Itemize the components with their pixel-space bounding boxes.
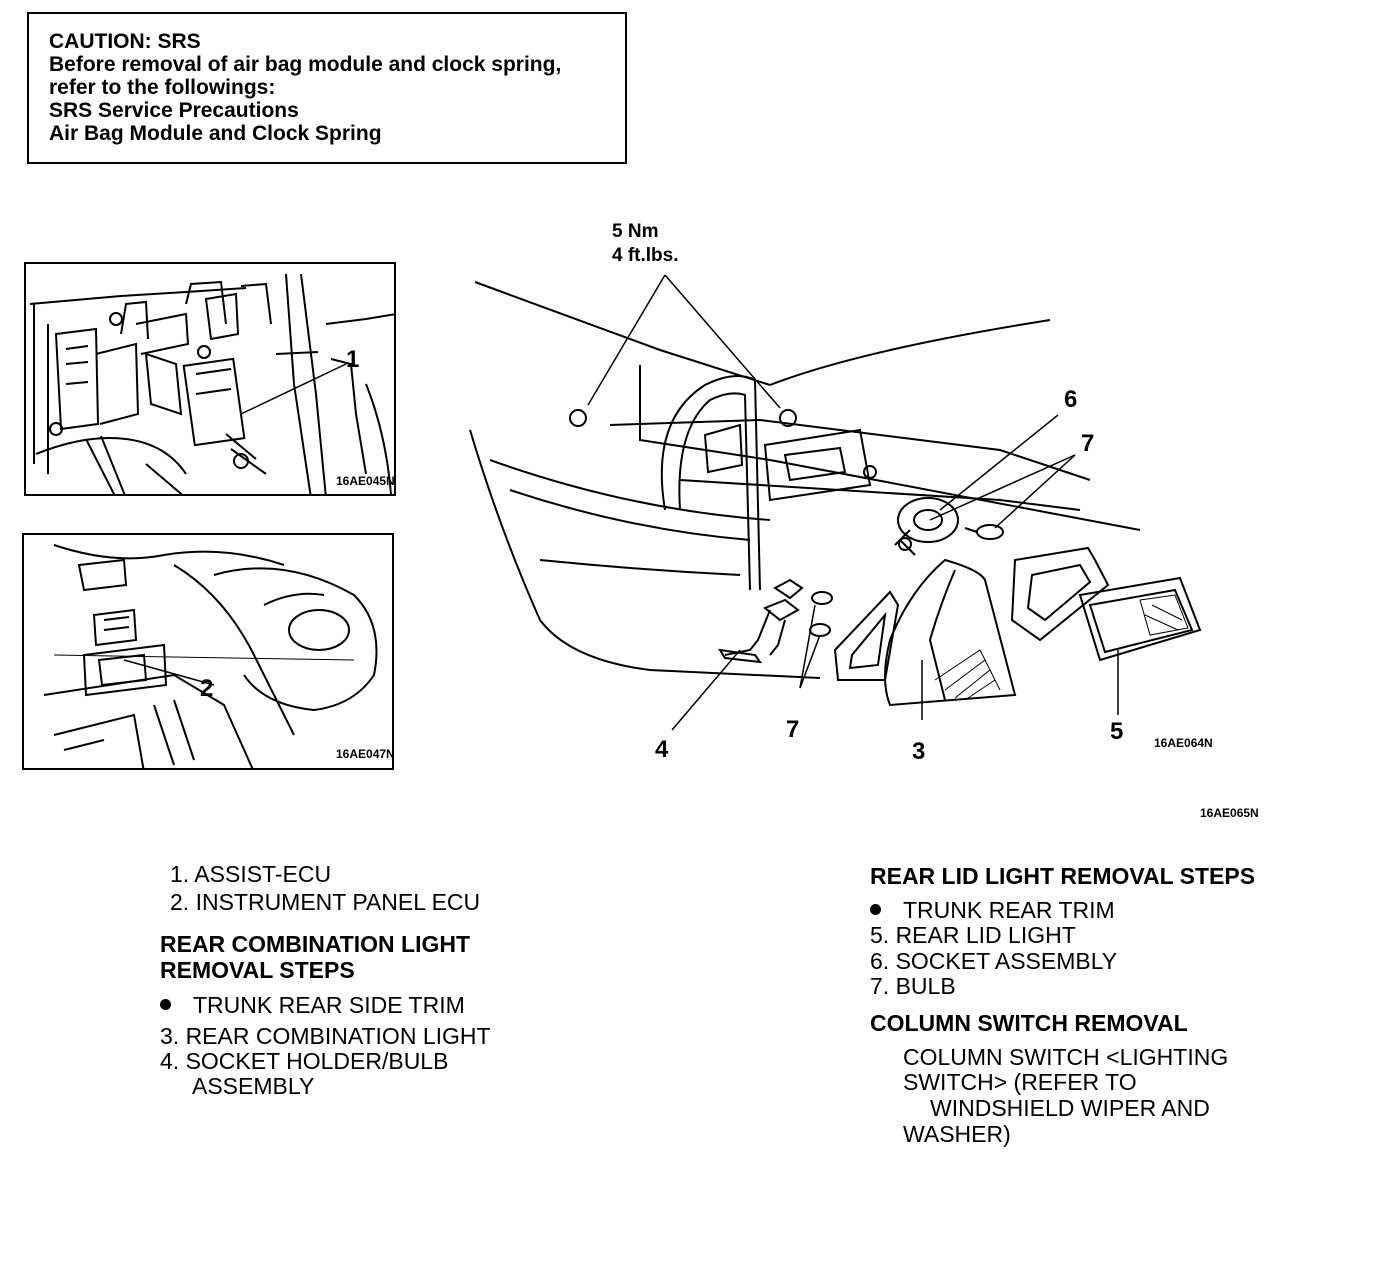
step-rear-combination-light: 3. REAR COMBINATION LIGHT [160,1023,491,1049]
rear-light-exploded-view: 5 Nm 4 ft.lbs. 6 7 4 7 3 5 16AE064N [440,210,1260,770]
step-text: TRUNK REAR SIDE TRIM [193,992,465,1018]
caution-title: CAUTION: SRS [49,30,201,53]
column-switch-heading: COLUMN SWITCH REMOVAL [870,1010,1188,1036]
item-assist-ecu: 1. ASSIST-ECU [170,861,332,887]
figure-code: 16AE065N [1200,806,1259,820]
rear-combination-heading: REAR COMBINATION LIGHT [160,931,471,957]
rear-combination-heading-2: REMOVAL STEPS [160,957,355,983]
step-trunk-rear-trim: TRUNK REAR TRIM [870,897,1115,923]
step-bulb: 7. BULB [870,973,956,999]
instrument-panel-ecu-drawing [43,544,378,768]
callout-5: 5 [1110,718,1124,745]
step-socket-holder: 4. SOCKET HOLDER/BULB [160,1048,449,1074]
rear-light-drawing [469,274,1202,731]
column-switch-line: WINDSHIELD WIPER AND [930,1095,1210,1121]
torque-nm: 5 Nm [612,221,659,242]
item-instrument-panel-ecu: 2. INSTRUMENT PANEL ECU [170,889,481,915]
callout-2: 2 [200,675,214,702]
step-socket-assembly: 6. SOCKET ASSEMBLY [870,948,1118,974]
inset-assist-ecu: 1 16AE045N [24,262,396,496]
callout-7-lower: 7 [786,716,800,743]
step-socket-holder-2: ASSEMBLY [192,1073,315,1099]
caution-box: CAUTION: SRS Before removal of air bag m… [27,12,627,164]
callout-3: 3 [912,738,926,765]
bullet-icon [870,904,881,916]
callout-6: 6 [1064,386,1078,413]
caution-line: Before removal of air bag module and clo… [49,53,562,76]
torque-ftlbs: 4 ft.lbs. [612,245,679,266]
caution-line: refer to the followings: [49,76,276,99]
rear-lid-heading: REAR LID LIGHT REMOVAL STEPS [870,863,1256,889]
inset2-code: 16AE047N [336,747,394,761]
step-text: TRUNK REAR TRIM [903,897,1115,923]
callout-4: 4 [655,736,669,763]
column-switch-line: SWITCH> (REFER TO [903,1069,1137,1095]
step-rear-lid-light: 5. REAR LID LIGHT [870,922,1076,948]
column-switch-line: COLUMN SWITCH <LIGHTING [903,1044,1229,1070]
caution-line: SRS Service Precautions [49,99,299,122]
callout-1: 1 [346,346,360,373]
torque-spec: 5 Nm 4 ft.lbs. [612,220,679,268]
callout-7-upper: 7 [1081,430,1095,457]
assist-ecu-drawing [29,273,394,494]
caution-line: Air Bag Module and Clock Spring [49,122,382,145]
step-trunk-rear-side-trim: TRUNK REAR SIDE TRIM [160,992,465,1018]
column-switch-line: WASHER) [903,1121,1011,1147]
inset1-code: 16AE045N [336,474,395,488]
main-code: 16AE064N [1154,736,1213,750]
bullet-icon [160,999,171,1011]
inset-instrument-panel-ecu: 2 16AE047N [22,533,394,770]
